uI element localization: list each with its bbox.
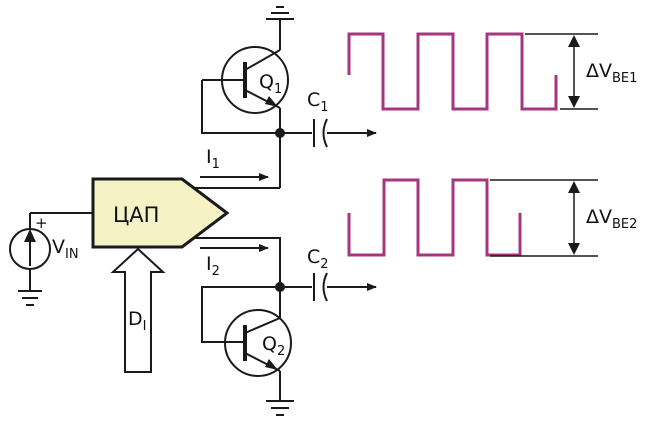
junction-node-q2: [275, 282, 285, 292]
dimension-vbe1-arrow-up: [568, 35, 580, 47]
di-label: DI: [128, 308, 146, 334]
dimension-vbe1: [525, 33, 598, 110]
dimension-vbe2-arrow-down: [568, 243, 580, 255]
transistor-q1-emitter-arrow: [265, 96, 278, 107]
q2-wiring: [201, 283, 377, 343]
ground-symbol-q2: [266, 371, 294, 416]
q1-label: Q1: [259, 71, 282, 97]
c2-label: C2: [307, 246, 329, 272]
q2-label: Q2: [262, 333, 285, 359]
i2-label: I2: [206, 253, 220, 279]
capacitor-c1: [313, 118, 328, 148]
transistor-q2-emitter-arrow: [265, 359, 278, 370]
dimension-vbe2: [490, 179, 598, 257]
ground-symbol-q1: [266, 6, 294, 50]
digital-input-arrow: [110, 247, 166, 373]
dac-block: [91, 177, 230, 249]
dimension-vbe1-arrow-down: [568, 96, 580, 108]
voltage-source-arrow: [24, 229, 36, 242]
vbe2-label: ΔVBE2: [586, 206, 637, 232]
i1-label: I1: [206, 146, 220, 172]
voltage-source-vin: [9, 212, 93, 306]
transistor-q2-collector: [244, 317, 281, 334]
vbe1-label: ΔVBE1: [586, 60, 637, 86]
q1-wiring: [201, 80, 377, 188]
transistor-q1-collector: [244, 49, 281, 71]
capacitor-c2: [313, 272, 328, 302]
transistor-q1: [202, 46, 289, 114]
dimension-vbe2-arrow-up: [568, 181, 580, 193]
c1-label: C1: [307, 89, 329, 115]
waveform-vbe2: [347, 178, 522, 257]
dac-label: ЦАП: [113, 203, 159, 227]
waveform-vbe1: [347, 32, 558, 111]
vin-label: VIN: [52, 236, 79, 262]
dac-output-wiring: [180, 187, 281, 287]
transistor-q2-body: [224, 309, 292, 377]
junction-node-q1: [275, 128, 285, 138]
vin-plus-sign: +: [35, 214, 48, 232]
